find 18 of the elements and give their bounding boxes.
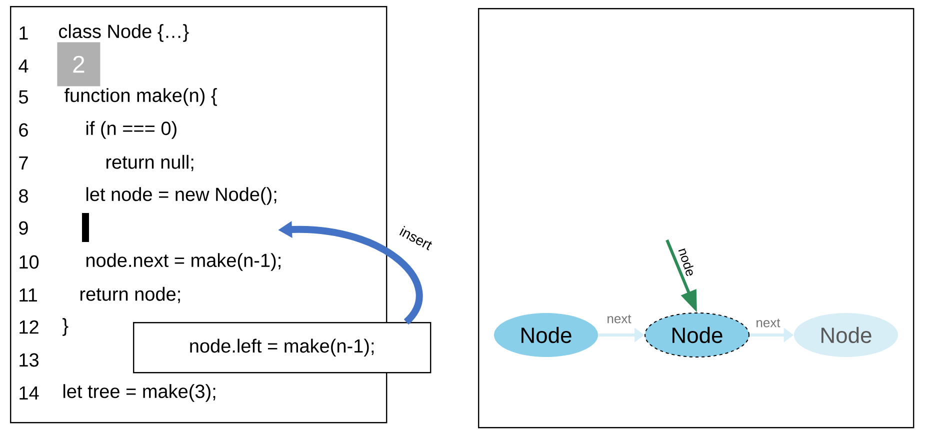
line-number: 9 — [19, 221, 28, 235]
line-number: 13 — [20, 353, 38, 367]
line-number: 10 — [20, 255, 39, 269]
edge-label: next — [608, 314, 632, 324]
line-number: 8 — [19, 189, 28, 203]
edge-label: next — [756, 318, 780, 328]
code-box: node.left = make(n-1); — [133, 322, 432, 374]
line-number: 12 — [20, 320, 38, 334]
diagram-panel — [478, 8, 914, 428]
line-number: 6 — [19, 123, 28, 137]
line-number: 5 — [18, 90, 28, 104]
line-number: 4 — [18, 59, 28, 73]
line-number: 1 — [20, 26, 28, 40]
line-number: 14 — [20, 386, 39, 400]
step-badge: 2 — [57, 42, 100, 86]
line-number: 11 — [20, 288, 37, 302]
edge-label: node — [678, 248, 694, 276]
line-number: 7 — [19, 156, 28, 170]
